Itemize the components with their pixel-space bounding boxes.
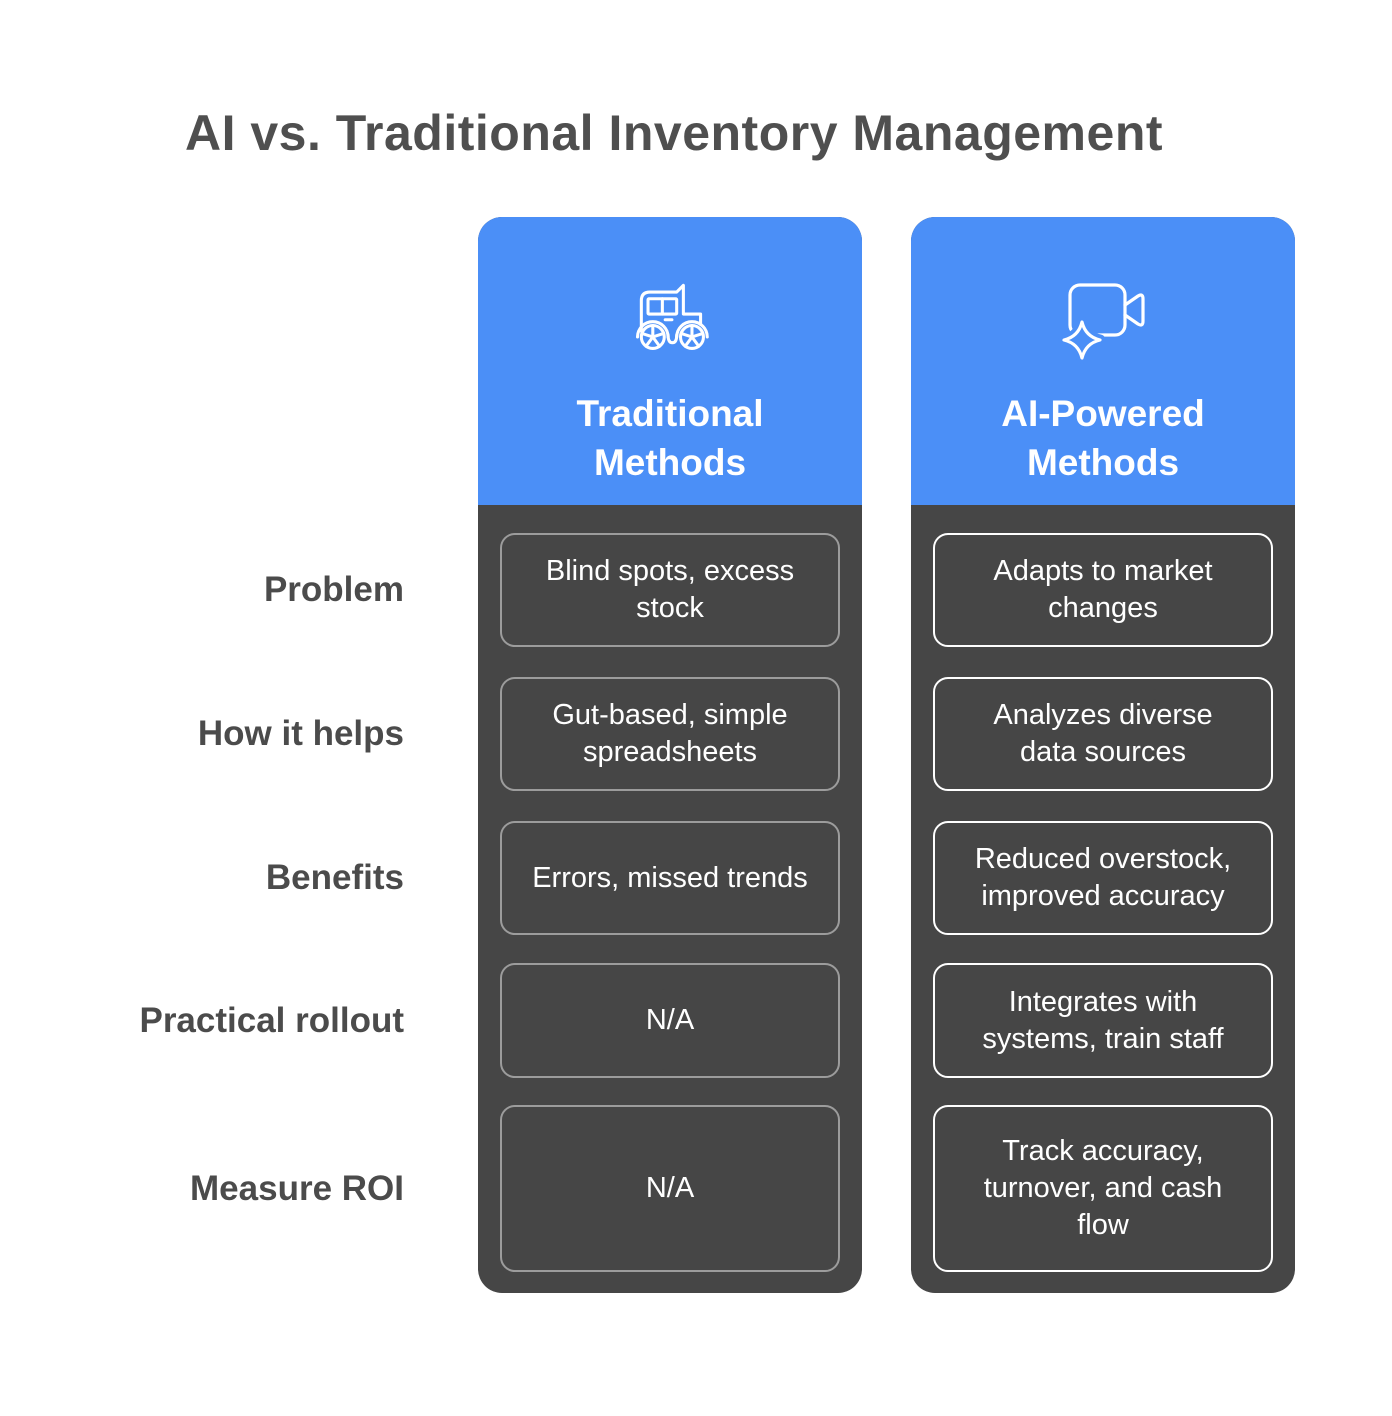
ai-camera-sparkle-icon <box>1053 261 1153 369</box>
column-traditional-methods: Traditional Methods Blind spots, excess … <box>478 217 862 1293</box>
cell-benefits-ai: Reduced overstock, improved accuracy <box>933 821 1273 935</box>
cell-problem-traditional: Blind spots, excess stock <box>500 533 840 647</box>
cell-problem-ai: Adapts to market changes <box>933 533 1273 647</box>
cell-how-it-helps-traditional: Gut-based, simple spreadsheets <box>500 677 840 791</box>
column-ai-powered-methods: AI-Powered Methods Adapts to market chan… <box>911 217 1295 1293</box>
cell-practical-rollout-traditional: N/A <box>500 963 840 1078</box>
cell-how-it-helps-ai: Analyzes diverse data sources <box>933 677 1273 791</box>
column-body-traditional: Blind spots, excess stock Gut-based, sim… <box>478 505 862 1272</box>
row-label-practical-rollout: Practical rollout <box>139 1000 404 1040</box>
column-body-ai: Adapts to market changes Analyzes divers… <box>911 505 1295 1272</box>
cell-measure-roi-traditional: N/A <box>500 1105 840 1272</box>
cell-benefits-traditional: Errors, missed trends <box>500 821 840 935</box>
carriage-icon <box>622 261 718 369</box>
row-label-benefits: Benefits <box>265 858 404 897</box>
column-title-traditional: Traditional Methods <box>576 393 764 483</box>
column-header-ai: AI-Powered Methods <box>911 217 1295 505</box>
row-label-problem: Problem <box>263 570 404 609</box>
cell-practical-rollout-ai: Integrates with systems, train staff <box>933 963 1273 1078</box>
row-label-measure-roi: Measure ROI <box>190 1168 404 1208</box>
column-title-ai: AI-Powered Methods <box>1001 393 1205 483</box>
row-label-how-it-helps: How it helps <box>197 714 404 753</box>
column-header-traditional: Traditional Methods <box>478 217 862 505</box>
page-title: AI vs. Traditional Inventory Management <box>184 105 1164 161</box>
cell-measure-roi-ai: Track accuracy, turnover, and cash flow <box>933 1105 1273 1272</box>
